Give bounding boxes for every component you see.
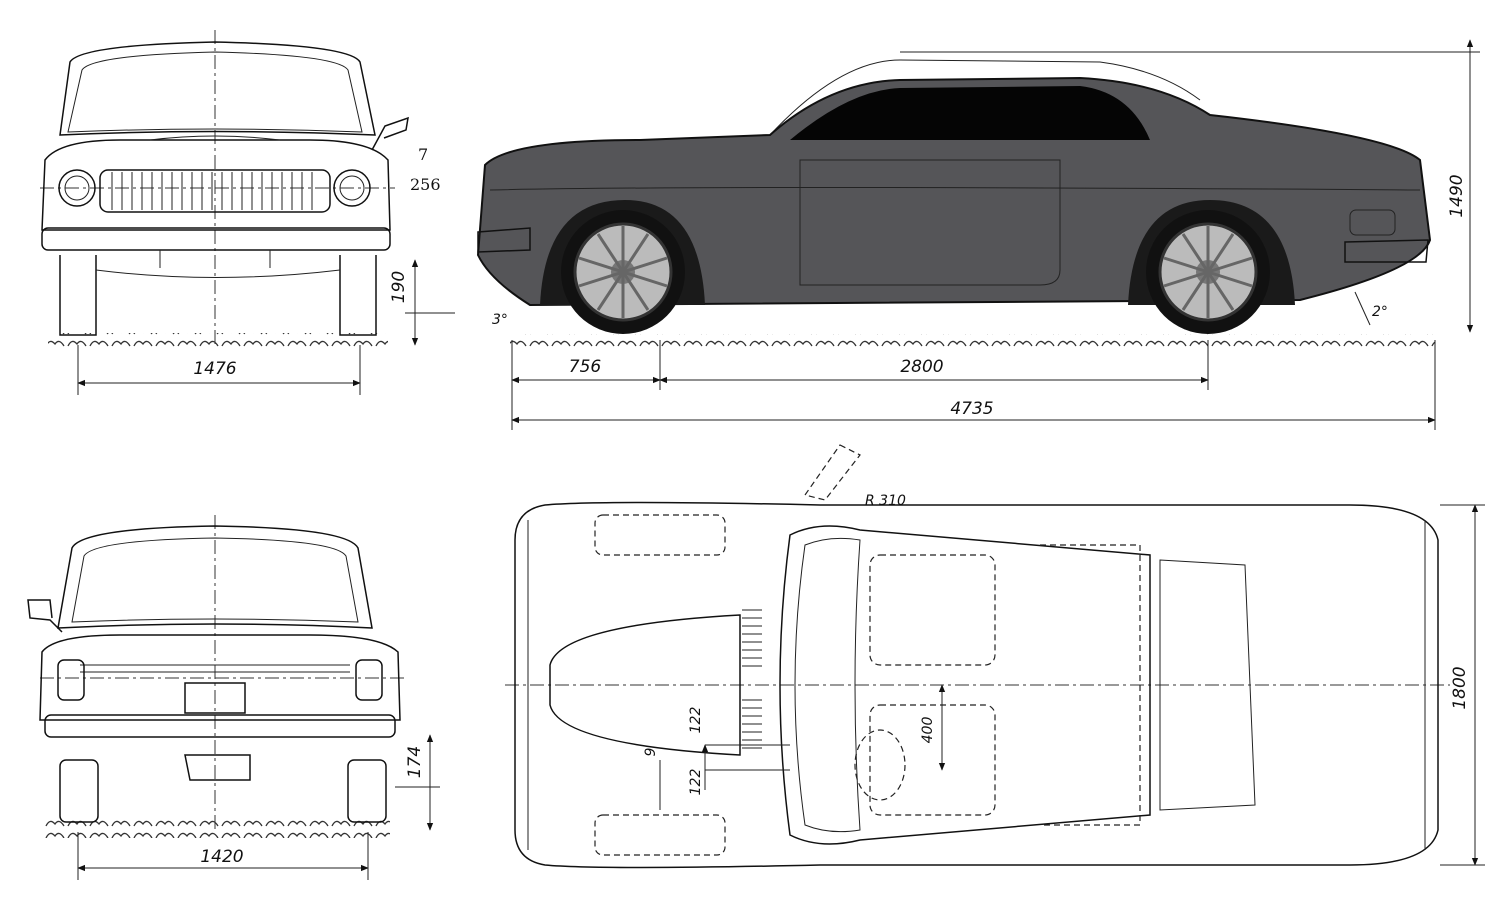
- side-wheelbase-label: 2800: [900, 357, 943, 377]
- front-headlight-right: [333, 169, 371, 207]
- side-approach-angle: 3°: [492, 312, 508, 328]
- rear-clearance-label: 174: [405, 746, 425, 778]
- top-offset-lower: 122: [688, 769, 704, 796]
- top-radius-label: R 310: [865, 493, 906, 509]
- side-height-label: 1490: [1447, 174, 1467, 217]
- side-rear-wheel: [1146, 210, 1270, 334]
- front-headlight-left: [58, 169, 96, 207]
- front-grille-bars: [111, 172, 313, 210]
- front-note-top: 7: [418, 145, 428, 164]
- top-offset-upper: 122: [688, 707, 704, 734]
- front-track-label: 1476: [193, 359, 236, 379]
- front-ground-hatch: [48, 333, 388, 351]
- top-view: R 310 1800 400 122 122 9: [505, 444, 1485, 869]
- rear-taillight-right: [355, 659, 383, 701]
- rear-plate: [184, 682, 246, 714]
- top-width-label: 1800: [1450, 666, 1470, 709]
- rear-view: 1420 174: [27, 515, 440, 880]
- side-departure-angle: 2°: [1372, 304, 1388, 320]
- top-seat-spacing-label: 400: [920, 717, 936, 744]
- rear-ground-hatch: [45, 820, 390, 838]
- rear-track-label: 1420: [200, 847, 243, 867]
- top-offset-small: 9: [643, 747, 659, 756]
- front-clearance-label: 190: [389, 271, 409, 303]
- front-view: 1476 190 7 256: [40, 30, 455, 395]
- hood-vents: [742, 609, 762, 749]
- side-view: 756 2800 4735 1490 3° 2°: [476, 39, 1480, 430]
- rear-taillight-left: [57, 659, 85, 701]
- side-length-label: 4735: [950, 399, 993, 419]
- side-ground-hatch: [510, 334, 1435, 352]
- side-front-wheel: [561, 210, 685, 334]
- side-window: [790, 86, 1150, 140]
- side-overhang-label: 756: [569, 357, 602, 377]
- front-note-bottom: 256: [410, 175, 441, 194]
